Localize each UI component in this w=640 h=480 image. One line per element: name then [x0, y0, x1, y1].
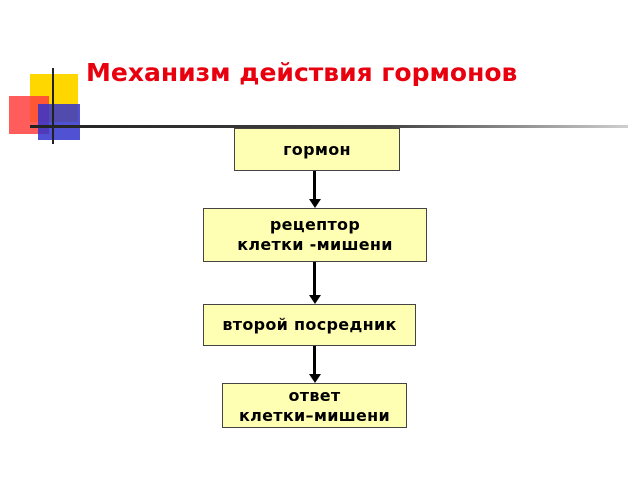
flow-box-response-line2: клетки–мишени: [238, 405, 391, 425]
decor-vertical-line: [52, 68, 54, 144]
flow-box-hormone: гормон: [234, 128, 400, 171]
arrow-head-icon: [309, 295, 321, 304]
flow-box-response-line1: ответ: [288, 385, 341, 405]
flow-arrow-3: [309, 346, 321, 383]
arrow-head-icon: [309, 199, 321, 208]
flow-box-receptor-line1: рецептор: [269, 215, 361, 234]
arrow-head-icon: [309, 374, 321, 383]
flow-box-hormone-label: гормон: [283, 139, 351, 159]
arrow-shaft: [313, 171, 316, 201]
flow-box-receptor-line2: клетки -мишени: [237, 235, 393, 254]
arrow-shaft: [313, 262, 316, 297]
arrow-shaft: [313, 346, 316, 376]
flow-box-second-messenger-label: второй посредник: [222, 315, 397, 334]
title-underline: [30, 125, 628, 128]
flow-box-response: ответ клетки–мишени: [222, 383, 407, 428]
flow-arrow-1: [309, 171, 321, 208]
flow-box-second-messenger: второй посредник: [203, 304, 416, 346]
decor-blue-square: [38, 104, 80, 140]
slide-title: Механизм действия гормонов: [86, 58, 518, 87]
flow-box-receptor: рецептор клетки -мишени: [203, 208, 427, 262]
flow-arrow-2: [309, 262, 321, 304]
